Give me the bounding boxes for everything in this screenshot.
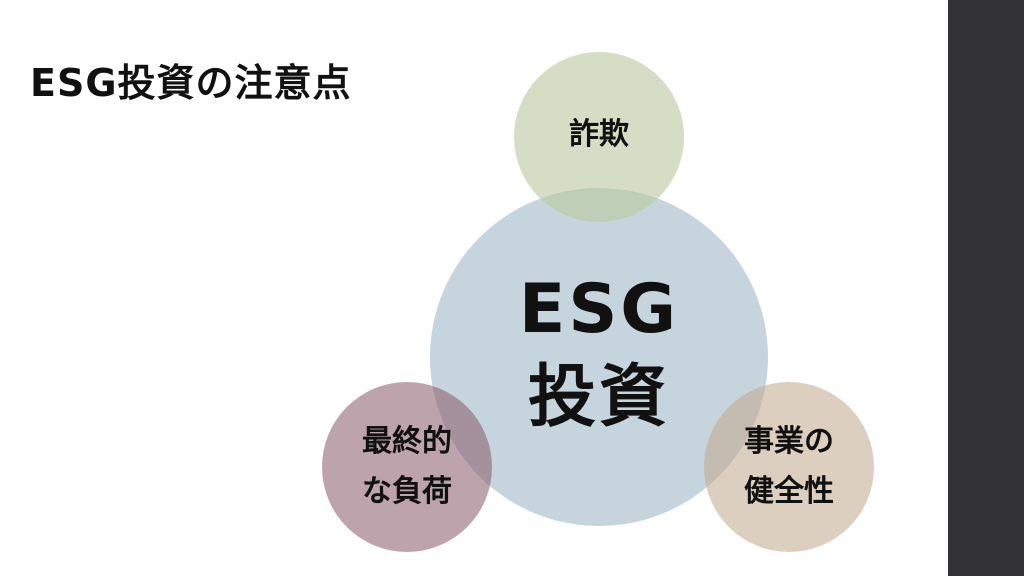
bottom-right-circle-label-line-1: 事業の [744, 424, 834, 459]
bottom-left-circle-label-line-2: な負荷 [362, 474, 452, 509]
bottom-right-circle-label: 事業の 健全性 [704, 417, 874, 517]
top-circle-label: 詐欺 [514, 117, 684, 153]
bottom-left-circle-label-line-1: 最終的 [362, 424, 452, 459]
bottom-left-circle-final-burden [322, 382, 492, 552]
bottom-right-circle-business-soundness [704, 382, 874, 552]
center-circle-label-line-2: 投資 [527, 358, 670, 437]
presentation-side-bar [948, 0, 1024, 576]
top-circle-fraud [514, 52, 684, 222]
center-circle-label: ESG 投資 [430, 266, 768, 442]
center-circle-label-line-1: ESG [518, 270, 680, 349]
top-circle-label-line-1: 詐欺 [569, 117, 629, 152]
slide-title: ESG投資の注意点 [30, 61, 352, 105]
bottom-right-circle-label-line-2: 健全性 [744, 474, 834, 509]
bottom-left-circle-label: 最終的 な負荷 [322, 417, 492, 517]
slide-canvas: ESG投資の注意点 詐欺 ESG 投資 最終的 な負荷 事業の 健全性 [30, 52, 874, 552]
